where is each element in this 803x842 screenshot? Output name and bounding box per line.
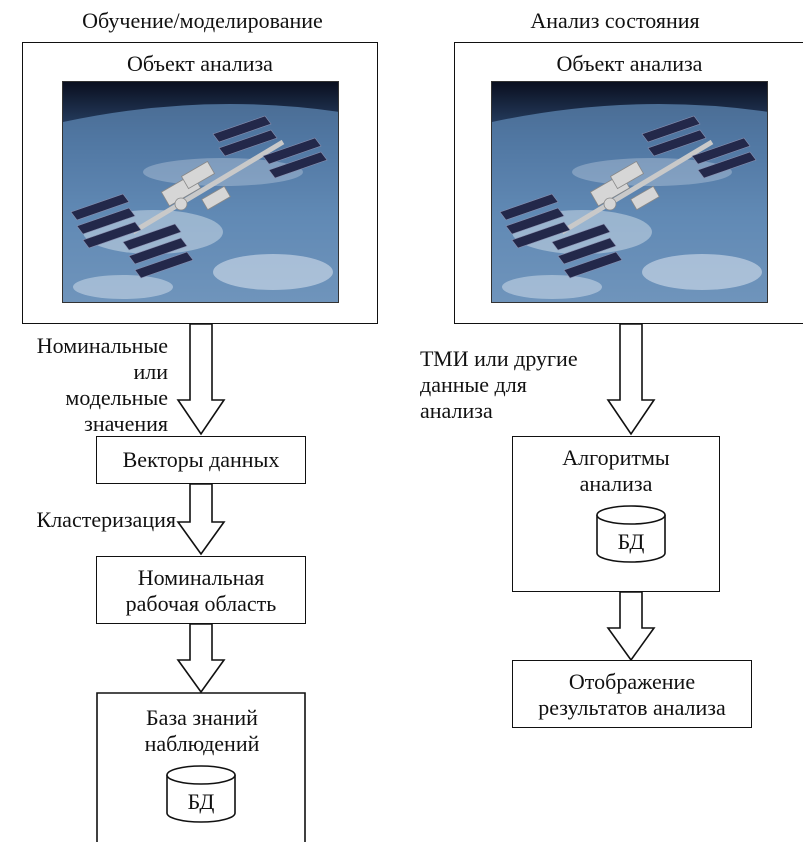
right-heading: Анализ состояния <box>530 8 700 33</box>
knowledge-base-frame <box>96 692 306 842</box>
vectors-label: Векторы данных <box>122 447 280 472</box>
left-input-label: Номинальные или модельные значения <box>36 333 168 436</box>
right-station-image <box>491 81 768 303</box>
left-database: БД <box>165 765 237 823</box>
iss-illustration <box>492 82 767 302</box>
right-database-icon <box>596 505 666 563</box>
left-arrow-clustering <box>176 483 226 556</box>
right-database-label: БД <box>617 529 645 554</box>
knowledge-base-label: База знаний наблюдений <box>144 705 260 756</box>
algorithms-label: Алгоритмы анализа <box>562 445 670 496</box>
clustering-label: Кластеризация <box>36 507 176 532</box>
left-database-label: БД <box>187 789 215 814</box>
nominal-area-label: Номинальная рабочая область <box>125 565 277 616</box>
left-arrow-input <box>176 323 226 436</box>
right-object-frame: Объект анализа <box>454 42 803 324</box>
right-object-title: Объект анализа <box>556 51 703 76</box>
left-heading: Обучение/моделирование <box>82 8 323 33</box>
right-database: БД <box>595 505 667 563</box>
right-arrow-input <box>606 323 656 436</box>
left-arrow-knowledge <box>176 623 226 694</box>
left-database-icon <box>166 765 236 823</box>
left-object-frame: Объект анализа <box>22 42 378 324</box>
iss-illustration <box>63 82 338 302</box>
vectors-box: Векторы данных <box>96 436 306 484</box>
nominal-area-box: Номинальная рабочая область <box>96 556 306 624</box>
results-box: Отображение результатов анализа <box>512 660 752 728</box>
left-station-image <box>62 81 339 303</box>
algorithms-box: Алгоритмы анализа БД <box>512 436 720 592</box>
right-input-label: ТМИ или другие данные для анализа <box>420 346 578 423</box>
left-object-title: Объект анализа <box>127 51 273 76</box>
right-arrow-results <box>606 591 656 662</box>
results-label: Отображение результатов анализа <box>538 669 726 720</box>
